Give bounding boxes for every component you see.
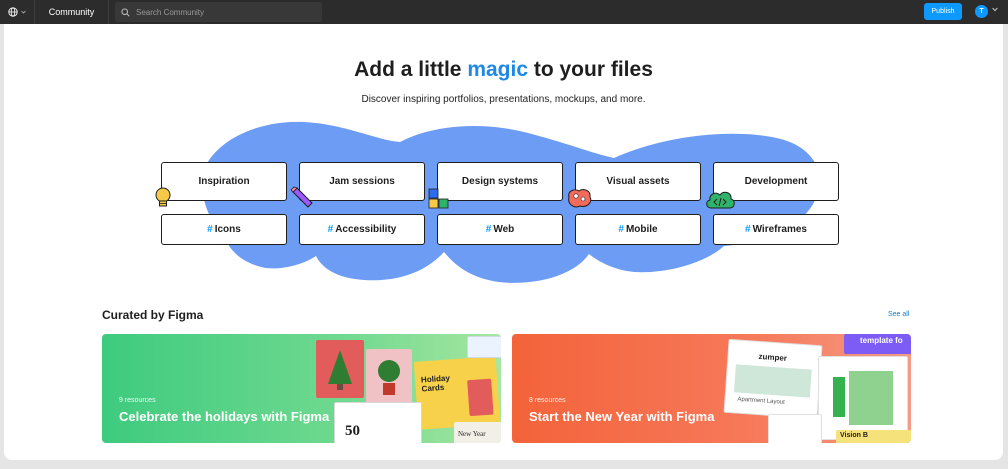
category-inspiration[interactable]: Inspiration bbox=[161, 162, 287, 201]
language-menu[interactable] bbox=[0, 0, 35, 24]
thumb-50-card: 50 bbox=[334, 402, 422, 443]
pencil-icon bbox=[290, 186, 313, 208]
thumb-holiday-cards: Holiday Cards bbox=[413, 356, 501, 430]
blocks-icon bbox=[428, 188, 449, 209]
thumb-template: template fo bbox=[844, 334, 911, 354]
highlight-word: magic bbox=[467, 58, 529, 81]
category-jam-sessions[interactable]: Jam sessions bbox=[299, 162, 425, 201]
see-all-link[interactable]: See all bbox=[888, 311, 910, 318]
chevron-down-icon[interactable] bbox=[992, 7, 998, 12]
thumb-layout bbox=[818, 356, 908, 440]
avatar[interactable]: T bbox=[975, 5, 988, 18]
chevron-down-icon bbox=[21, 10, 26, 14]
thumb-plant-card bbox=[366, 349, 412, 405]
resource-count: 8 resources bbox=[529, 397, 566, 404]
tag-wireframes[interactable]: #Wireframes bbox=[713, 214, 839, 245]
lightbulb-icon bbox=[155, 187, 171, 207]
resource-count: 9 resources bbox=[119, 397, 156, 404]
category-visual-assets[interactable]: Visual assets bbox=[575, 162, 701, 201]
search-icon bbox=[121, 7, 130, 17]
thumb-vision: Vision B bbox=[836, 430, 911, 443]
asset-blob-icon bbox=[568, 189, 592, 208]
decorative-blob bbox=[202, 121, 820, 283]
page-subtitle: Discover inspiring portfolios, presentat… bbox=[361, 94, 646, 105]
category-design-systems[interactable]: Design systems bbox=[437, 162, 563, 201]
category-development[interactable]: Development bbox=[713, 162, 839, 201]
search-box[interactable] bbox=[115, 2, 322, 22]
search-input[interactable] bbox=[134, 6, 308, 18]
thumb-zumper: zumper Apartment Layout bbox=[723, 338, 823, 420]
page-title: Add a little magic to your files bbox=[354, 58, 653, 81]
section-title: Curated by Figma bbox=[102, 308, 204, 322]
main-content: Add a little magic to your files Discove… bbox=[4, 24, 1003, 460]
banner-holidays[interactable]: Holiday Cards 50 New Year 9 resources Ce… bbox=[102, 334, 501, 443]
tag-accessibility[interactable]: #Accessibility bbox=[299, 214, 425, 245]
banner-new-year[interactable]: zumper Apartment Layout template fo Visi… bbox=[512, 334, 911, 443]
publish-button[interactable]: Publish bbox=[924, 3, 962, 20]
tag-web[interactable]: #Web bbox=[437, 214, 563, 245]
tag-icons[interactable]: #Icons bbox=[161, 214, 287, 245]
globe-icon bbox=[8, 7, 18, 17]
community-tab[interactable]: Community bbox=[35, 0, 109, 24]
banner-title: Celebrate the holidays with Figma bbox=[119, 409, 330, 424]
banner-title: Start the New Year with Figma bbox=[529, 409, 715, 424]
tag-mobile[interactable]: #Mobile bbox=[575, 214, 701, 245]
thumb-tree-card bbox=[316, 340, 364, 398]
cloud-code-icon bbox=[706, 191, 735, 209]
thumb-notes bbox=[768, 414, 822, 443]
thumb-newyear-card: New Year bbox=[454, 422, 501, 443]
thumb-grid-card bbox=[467, 336, 501, 358]
top-bar: Community Publish T bbox=[0, 0, 1008, 24]
